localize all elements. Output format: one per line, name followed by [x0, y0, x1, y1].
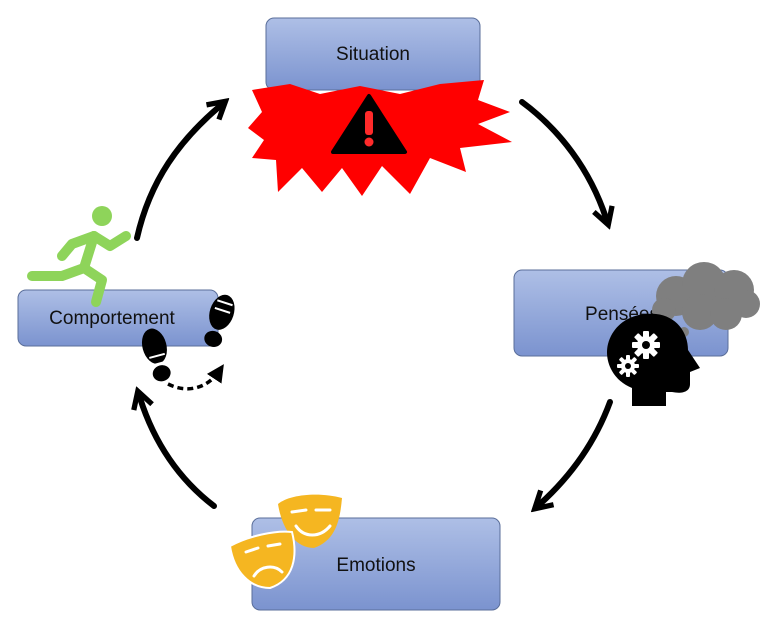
head-gears-icon	[607, 313, 700, 406]
footprints-icon	[141, 294, 235, 391]
arrow-situation-to-pensees	[519, 99, 606, 218]
theater-masks-icon	[228, 494, 342, 590]
arrow-comportement-to-situation	[134, 106, 220, 241]
arrow-emotions-to-comportement	[140, 398, 217, 509]
emotions-label: Emotions	[336, 555, 415, 576]
warning-triangle-icon	[331, 94, 407, 154]
thought-cloud-icon	[652, 262, 760, 345]
situation-label: Situation	[336, 44, 410, 65]
running-person-icon	[27, 206, 131, 307]
arrow-pensees-to-emotions	[540, 399, 613, 504]
comportement-label: Comportement	[49, 308, 175, 329]
